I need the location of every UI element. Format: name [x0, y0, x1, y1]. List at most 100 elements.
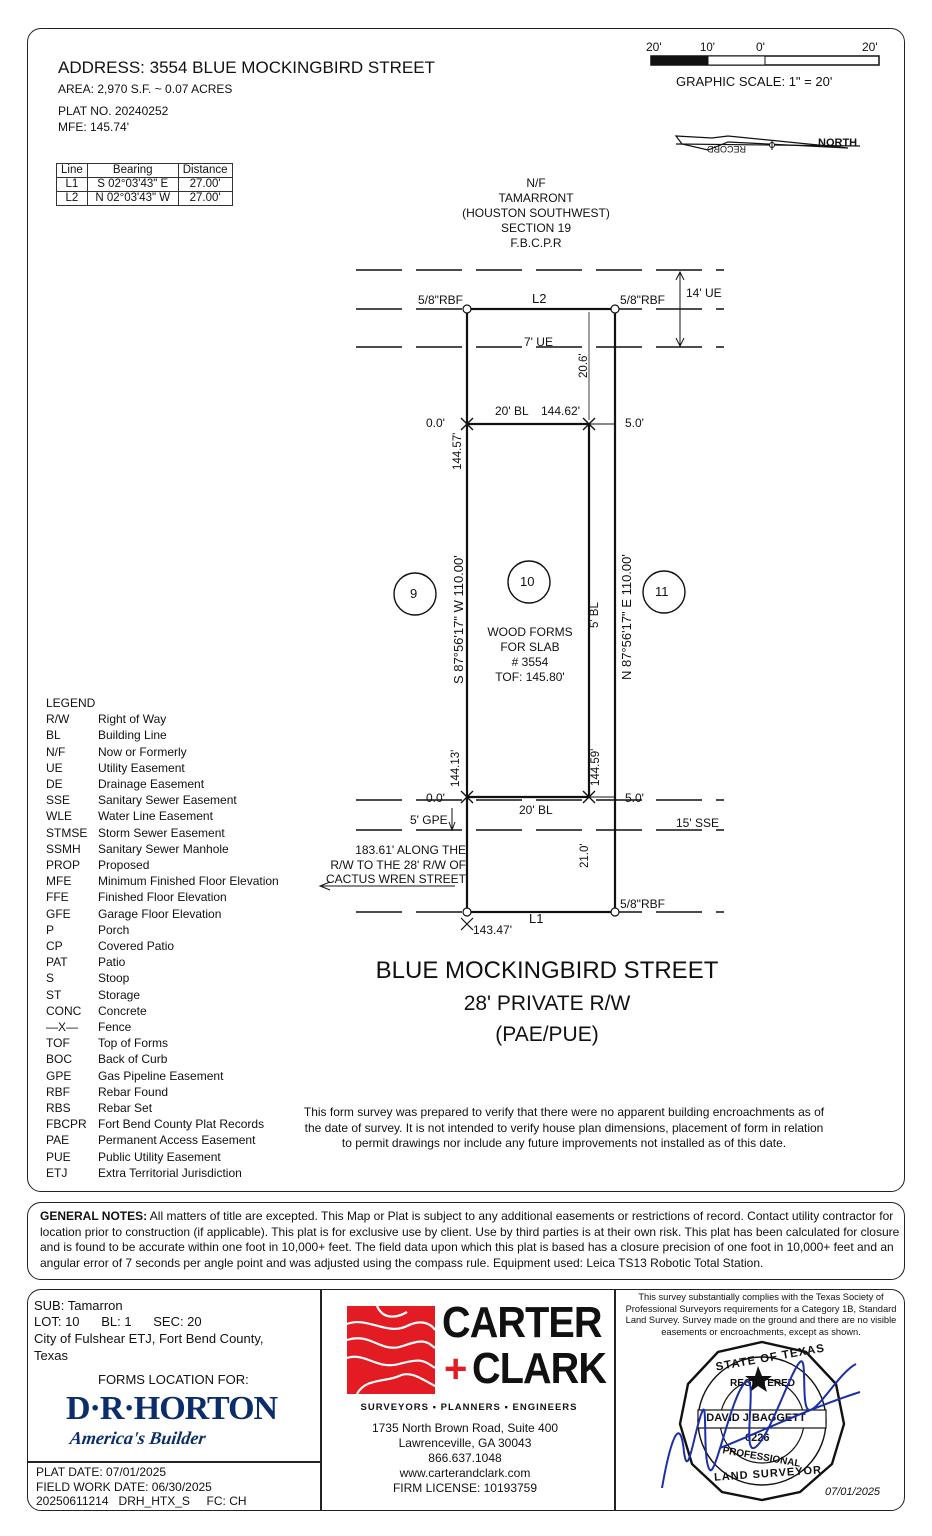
legend-abbr: P	[46, 922, 55, 937]
bl20-bottom: 20' BL	[519, 803, 553, 817]
footer-divider-left	[320, 1289, 322, 1511]
statement-line: Professional Surveyors requirements for …	[625, 1303, 897, 1314]
general-notes-frame	[27, 1202, 905, 1280]
compliance-statement: This survey substantially complies with …	[620, 1292, 902, 1338]
legend-definition: Back of Curb	[98, 1052, 168, 1067]
legend-abbr: WLE	[46, 809, 73, 824]
legend-abbr: CP	[46, 939, 63, 954]
sse15-label: 15' SSE	[676, 816, 719, 830]
disclaimer-line: to permit drawings nor include any futur…	[341, 1136, 787, 1150]
legend-definition: Drainage Easement	[98, 777, 205, 792]
graphic-scale: 20' 10' 0' 20' GRAPHIC SCALE: 1" = 20'	[640, 40, 890, 96]
legend-abbr: BOC	[46, 1052, 73, 1067]
state: Texas	[34, 1348, 68, 1363]
lot-10-circle	[507, 560, 551, 604]
legend-definition: Building Line	[98, 728, 167, 743]
firm-website[interactable]: www.carterandclark.com	[399, 1466, 531, 1480]
neighbor-line: N/F	[526, 176, 546, 190]
area-text: AREA: 2,970 S.F. ~ 0.07 ACRES	[58, 82, 233, 96]
lot-10-label: 10	[520, 574, 535, 589]
zero-bottom: 0.0'	[426, 791, 445, 805]
neighbor-line: TAMARRONT	[498, 191, 574, 205]
firm-address-1: 1735 North Brown Road, Suite 400	[371, 1421, 559, 1435]
ue7-label: 7' UE	[524, 335, 553, 349]
scale-tick-20-left: 20'	[646, 40, 662, 54]
address-title: ADDRESS: 3554 BLUE MOCKINGBIRD STREET	[58, 58, 435, 77]
firm-license: FIRM LICENSE: 10193759	[392, 1481, 538, 1495]
subdivision: SUB: Tamarron	[34, 1298, 123, 1313]
legend-definition: Sanitary Sewer Easement	[98, 793, 237, 808]
statement-line: easements or encroachments, except as sh…	[661, 1326, 861, 1337]
scale-label: GRAPHIC SCALE: 1" = 20'	[676, 74, 833, 89]
line-bearing-table: Line Bearing Distance L1 S 02°03'43" E 2…	[56, 163, 233, 206]
legend-definition: Gas Pipeline Easement	[98, 1068, 224, 1083]
legend-definition: Right of Way	[98, 712, 167, 727]
legend-definition: Rebar Set	[98, 1101, 153, 1116]
legend-abbr: BL	[46, 728, 61, 743]
form-line: WOOD FORMS	[487, 625, 573, 639]
footer-divider-right	[614, 1289, 616, 1511]
callout-line: 183.61' ALONG THE	[355, 843, 466, 857]
legend-definition: Garage Floor Elevation	[98, 906, 222, 921]
disclaimer-line: the date of survey. It is not intended t…	[304, 1120, 824, 1135]
l2-label: L2	[532, 291, 547, 306]
table-cell: N 02°03'43" W	[86, 191, 179, 206]
plat-drawing	[318, 269, 724, 931]
general-notes-label: GENERAL NOTES:	[40, 1209, 148, 1223]
ue14-label: 14' UE	[686, 286, 722, 300]
legend-definition: Public Utility Easement	[98, 1149, 221, 1164]
legend-definition: Fence	[98, 1020, 132, 1035]
legend-abbr: UE	[46, 760, 63, 775]
seal-registered: REGISTERED	[730, 1378, 796, 1389]
rbf-top-left: 5/8"RBF	[418, 293, 463, 307]
scale-bar	[650, 55, 880, 66]
legend-definition: Permanent Access Easement	[98, 1133, 256, 1148]
lot-9-circle	[393, 572, 437, 616]
lot-11-label: 11	[655, 584, 669, 599]
legend-item: GPE Gas Pipeline Easement	[46, 1068, 306, 1084]
brand-clark: CLARK	[472, 1344, 607, 1393]
gpe5-label: 5' GPE	[410, 813, 448, 827]
l1-label: L1	[529, 911, 544, 926]
scale-tick-0: 0'	[756, 40, 765, 54]
legend-abbr: GPE	[46, 1068, 72, 1083]
field-work-date: FIELD WORK DATE: 06/30/2025	[36, 1480, 212, 1494]
statement-line: Land Survey. Survey made on the ground a…	[625, 1315, 897, 1326]
legend-item: RBS Rebar Set	[46, 1100, 306, 1116]
dim-144-13: 144.13'	[450, 749, 462, 787]
legend-abbr: TOF	[46, 1036, 70, 1051]
firm-phone: 866.637.1048	[428, 1451, 502, 1465]
table-cell: 27.00'	[177, 191, 233, 206]
dim-144-59: 144.59'	[590, 748, 602, 786]
legend-item: BOC Back of Curb	[46, 1051, 306, 1067]
legend-item: TOF Top of Forms	[46, 1035, 306, 1051]
footer-frame	[27, 1289, 905, 1511]
legend-abbr: PAE	[46, 1133, 70, 1148]
legend-definition: Top of Forms	[98, 1036, 169, 1051]
legend-definition: Water Line Easement	[98, 809, 213, 824]
rbf-bottom-right: 5/8"RBF	[620, 897, 665, 911]
legend-abbr: RBF	[46, 1084, 70, 1099]
west-bearing: S 87°56'17" W 110.00'	[451, 555, 466, 684]
form-line: # 3554	[511, 655, 549, 669]
neighbor-top-label: N/F TAMARRONT (HOUSTON SOUTHWEST) SECTIO…	[436, 176, 636, 251]
scale-tick-10: 10'	[700, 42, 715, 54]
legend-definition: Patio	[98, 955, 126, 970]
neighbor-line: SECTION 19	[500, 221, 572, 235]
dr-horton-tagline: America's Builder	[68, 1428, 207, 1448]
legend-definition: Now or Formerly	[98, 744, 187, 759]
general-notes-text: All matters of title are excepted. This …	[40, 1209, 900, 1270]
legend-abbr: RBS	[46, 1101, 71, 1116]
legend-item: —X—Fence	[46, 1019, 306, 1035]
city-county: City of Fulshear ETJ, Fort Bend County,	[34, 1331, 264, 1346]
legend-definition: Sanitary Sewer Manhole	[98, 841, 229, 856]
table-row: L2 N 02°03'43" W 27.00'	[56, 191, 233, 206]
